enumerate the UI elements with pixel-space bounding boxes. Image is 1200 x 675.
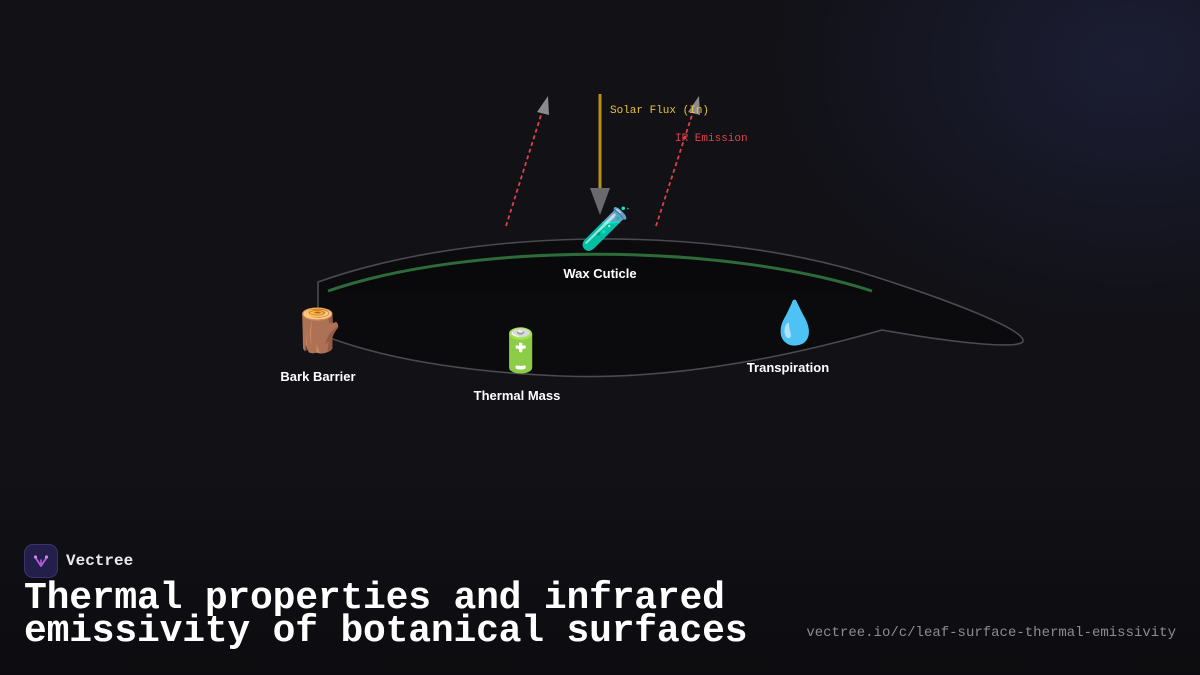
vectree-logo-icon [24,544,58,578]
solar-flux-label: Solar Flux (In) [610,105,709,117]
ir-emission-label: IR Emission [675,133,748,145]
ir-emission-arrowhead-left [537,96,549,115]
thermal-mass-label: Thermal Mass [473,388,561,403]
transpiration-label: Transpiration [746,360,830,375]
ir-emission-arrow-right [655,111,694,227]
water-drop-icon: 💧 [768,298,822,347]
page-url[interactable]: vectree.io/c/leaf-surface-thermal-emissi… [806,625,1176,641]
brand: Vectree [24,544,133,578]
test-tube-icon: 🧪 [579,204,633,253]
ir-emission-arrow-left [505,111,543,227]
bark-barrier-label: Bark Barrier [280,369,356,384]
wax-cuticle-label: Wax Cuticle [563,266,637,281]
solar-flux-arrowhead [590,188,610,215]
ir-emission-arrowhead-right [688,96,700,115]
brand-name: Vectree [66,552,134,570]
wax-cuticle-line [327,252,873,293]
battery-icon: 🔋 [494,326,548,375]
page-title: Thermal properties and infrared emissivi… [24,577,748,653]
wood-log-icon: 🪵 [292,306,346,355]
